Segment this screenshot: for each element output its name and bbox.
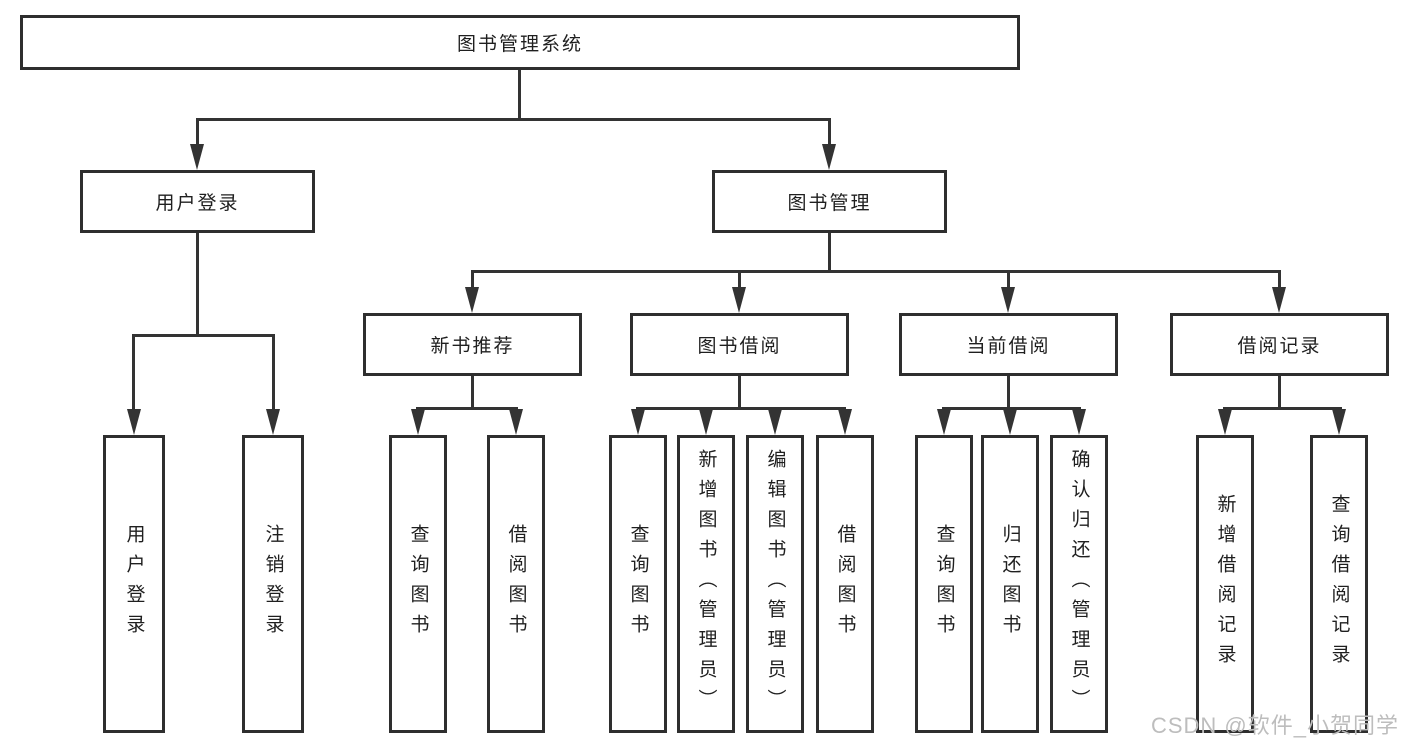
arrowhead-borrowing <box>732 287 746 313</box>
arrowhead-new-books <box>465 287 479 313</box>
connector-records-branch <box>1223 407 1342 410</box>
connector-to-records <box>1278 270 1281 292</box>
connector-current-branch <box>942 407 1081 410</box>
leaf-add-borrow-record: 新增借阅记录 <box>1196 435 1254 733</box>
node-user-login-group: 用户登录 <box>80 170 315 233</box>
connector-leaf-logout <box>272 334 275 416</box>
node-label: 借阅记录 <box>1237 336 1322 357</box>
connector-root-drop <box>518 70 521 120</box>
node-current-borrowing: 当前借阅 <box>899 313 1118 376</box>
connector-current-drop <box>1007 376 1010 410</box>
arrowhead-leaf <box>509 409 523 435</box>
leaf-return-books: 归还图书 <box>981 435 1039 733</box>
connector-userlogin-branch <box>132 334 275 337</box>
leaf-label: 借阅图书 <box>505 524 527 644</box>
node-book-management: 图书管理 <box>712 170 947 233</box>
connector-newbooks-branch <box>416 407 518 410</box>
arrowhead-leaf <box>1003 409 1017 435</box>
leaf-label: 查询图书 <box>407 524 429 644</box>
leaf-label: 借阅图书 <box>834 524 856 644</box>
leaf-borrow-books-recommend: 借阅图书 <box>487 435 545 733</box>
connector-to-user-login <box>196 118 199 148</box>
leaf-label: 查询图书 <box>933 524 955 644</box>
leaf-edit-books-admin: 编辑图书（管理员） <box>746 435 804 733</box>
arrowhead-leaf-logout <box>266 409 280 435</box>
arrowhead-user-login <box>190 144 204 170</box>
node-label: 图书管理系统 <box>456 34 583 55</box>
arrowhead-leaf <box>631 409 645 435</box>
node-label: 新书推荐 <box>430 336 515 357</box>
connector-to-book-mgmt <box>828 118 831 148</box>
connector-userlogin-drop <box>196 233 199 337</box>
leaf-query-books-recommend: 查询图书 <box>389 435 447 733</box>
node-label: 图书管理 <box>787 193 872 214</box>
arrowhead-leaf <box>937 409 951 435</box>
leaf-query-books-current: 查询图书 <box>915 435 973 733</box>
node-label: 当前借阅 <box>966 336 1051 357</box>
leaf-query-borrow-record: 查询借阅记录 <box>1310 435 1368 733</box>
arrowhead-records <box>1272 287 1286 313</box>
leaf-user-login: 用户登录 <box>103 435 165 733</box>
arrowhead-book-mgmt <box>822 144 836 170</box>
leaf-label: 查询图书 <box>627 524 649 644</box>
leaf-label: 确认归还（管理员） <box>1068 449 1090 719</box>
connector-bookmgmt-drop <box>828 233 831 273</box>
connector-bookmgmt-branch <box>471 270 1281 273</box>
csdn-watermark: CSDN @软件_小贺同学 <box>1150 713 1399 738</box>
leaf-label: 新增图书（管理员） <box>695 449 717 719</box>
connector-leaf-login <box>132 334 135 416</box>
leaf-label: 归还图书 <box>999 524 1021 644</box>
connector-records-drop <box>1278 376 1281 410</box>
arrowhead-leaf-login <box>127 409 141 435</box>
leaf-label: 用户登录 <box>123 524 145 644</box>
arrowhead-leaf <box>1218 409 1232 435</box>
leaf-confirm-return-admin: 确认归还（管理员） <box>1050 435 1108 733</box>
leaf-borrow-books: 借阅图书 <box>816 435 874 733</box>
leaf-label: 编辑图书（管理员） <box>764 449 786 719</box>
leaf-add-books-admin: 新增图书（管理员） <box>677 435 735 733</box>
node-borrow-records: 借阅记录 <box>1170 313 1389 376</box>
arrowhead-leaf <box>411 409 425 435</box>
connector-newbooks-drop <box>471 376 474 410</box>
arrowhead-leaf <box>768 409 782 435</box>
connector-borrowing-drop <box>738 376 741 410</box>
arrowhead-leaf <box>838 409 852 435</box>
connector-root-branch <box>196 118 831 121</box>
leaf-query-books-borrowing: 查询图书 <box>609 435 667 733</box>
node-label: 图书借阅 <box>697 336 782 357</box>
arrowhead-leaf <box>1072 409 1086 435</box>
arrowhead-leaf <box>1332 409 1346 435</box>
node-label: 用户登录 <box>155 193 240 214</box>
connector-to-current <box>1007 270 1010 292</box>
node-library-management-system: 图书管理系统 <box>20 15 1020 70</box>
leaf-label: 注销登录 <box>262 524 284 644</box>
arrowhead-leaf <box>699 409 713 435</box>
leaf-label: 新增借阅记录 <box>1214 494 1236 674</box>
connector-borrowing-branch <box>636 407 846 410</box>
leaf-logout: 注销登录 <box>242 435 304 733</box>
connector-to-borrowing <box>738 270 741 292</box>
connector-to-new-books <box>471 270 474 292</box>
node-new-book-recommend: 新书推荐 <box>363 313 582 376</box>
arrowhead-current <box>1001 287 1015 313</box>
leaf-label: 查询借阅记录 <box>1328 494 1350 674</box>
node-book-borrowing: 图书借阅 <box>630 313 849 376</box>
